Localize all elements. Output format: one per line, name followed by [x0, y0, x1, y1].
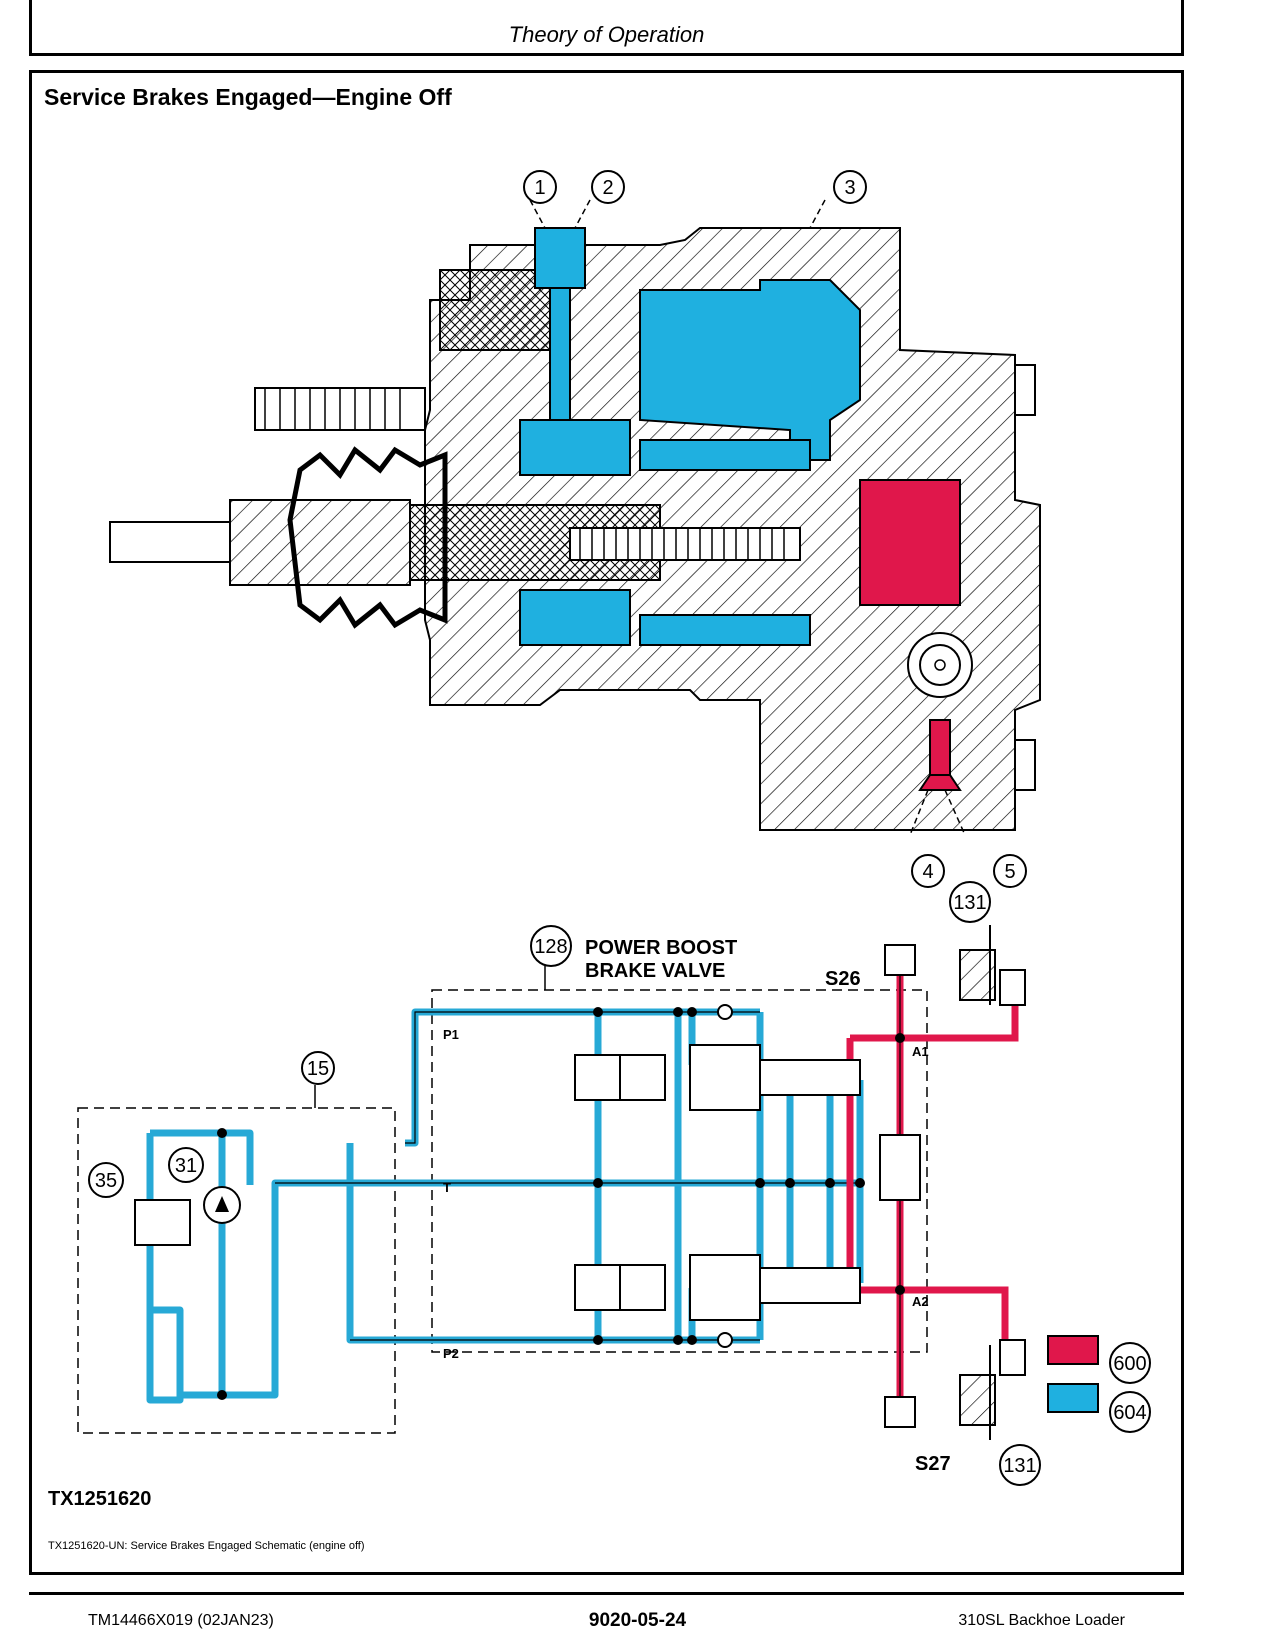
red-lines — [846, 968, 1019, 1400]
center-spring-box — [879, 1134, 921, 1201]
red-pressure-chamber — [859, 479, 961, 606]
legend-swatch-604 — [1047, 1383, 1099, 1413]
port-label-a2: A2 — [912, 1294, 929, 1309]
page-header-title: Theory of Operation — [508, 22, 705, 47]
callout-3: 3 — [844, 177, 855, 199]
red-outlet — [929, 719, 951, 776]
check-ball-bottom — [717, 1332, 733, 1348]
footer-page-number: 9020-05-24 — [588, 1610, 687, 1631]
section-title: Service Brakes Engaged—Engine Off — [44, 84, 452, 110]
legend-code-600: 600 — [1113, 1353, 1146, 1375]
push-rod — [109, 521, 231, 563]
port-label-a1: A1 — [912, 1044, 929, 1059]
footer-machine-name: 310SL Backhoe Loader — [958, 1612, 1125, 1629]
pump-group-boundary — [77, 1107, 396, 1434]
footer-rule — [29, 1592, 1184, 1595]
port-label-t: T — [443, 1180, 451, 1195]
callout-circles — [88, 170, 1151, 1486]
switch-label-s26: S26 — [825, 968, 861, 990]
legend-code-604: 604 — [1113, 1402, 1146, 1424]
valve-cutaway — [109, 199, 1041, 836]
callout-5: 5 — [1004, 861, 1015, 883]
brake-valve-boundary — [431, 989, 928, 1353]
callout-15: 15 — [307, 1058, 329, 1080]
callout-labels: 1 2 3 4 5 131 128 15 35 31 131 600 604 — [95, 177, 1147, 1477]
callout-128: 128 — [534, 936, 567, 958]
callout-35: 35 — [95, 1170, 117, 1192]
port-label-p1: P1 — [443, 1027, 459, 1042]
footer-doc-number: TM14466X019 (02JAN23) — [88, 1612, 274, 1629]
figure-id: TX1251620 — [48, 1488, 152, 1510]
schematic-labels: POWER BOOST BRAKE VALVE S26 S27 P1 T P2 … — [443, 937, 951, 1475]
callout-1: 1 — [534, 177, 545, 199]
figure-frame — [29, 70, 1184, 1575]
left-fitting — [439, 269, 551, 351]
valve-name-line1: POWER BOOST — [585, 937, 737, 959]
callout-2: 2 — [602, 177, 613, 199]
callout-131-top: 131 — [953, 892, 986, 914]
check-ball-top — [717, 1004, 733, 1020]
blue-oil-passages — [519, 227, 861, 646]
callout-4: 4 — [922, 861, 933, 883]
pump-symbol-box — [134, 1199, 191, 1246]
callout-131-bottom: 131 — [1003, 1455, 1036, 1477]
pressure-switch-s27 — [884, 1396, 916, 1428]
valve-name-line2: BRAKE VALVE — [585, 960, 725, 982]
pressure-switch-s26 — [884, 944, 916, 976]
switch-label-s27: S27 — [915, 1453, 951, 1475]
legend-swatch-600 — [1047, 1335, 1099, 1365]
hydraulic-schematic — [77, 925, 1099, 1440]
check-valve — [907, 632, 973, 698]
callout-31: 31 — [175, 1155, 197, 1177]
header-box: Theory of Operation — [29, 0, 1184, 56]
port-label-p2: P2 — [443, 1346, 459, 1361]
figure-caption: TX1251620-UN: Service Brakes Engaged Sch… — [48, 1540, 365, 1552]
